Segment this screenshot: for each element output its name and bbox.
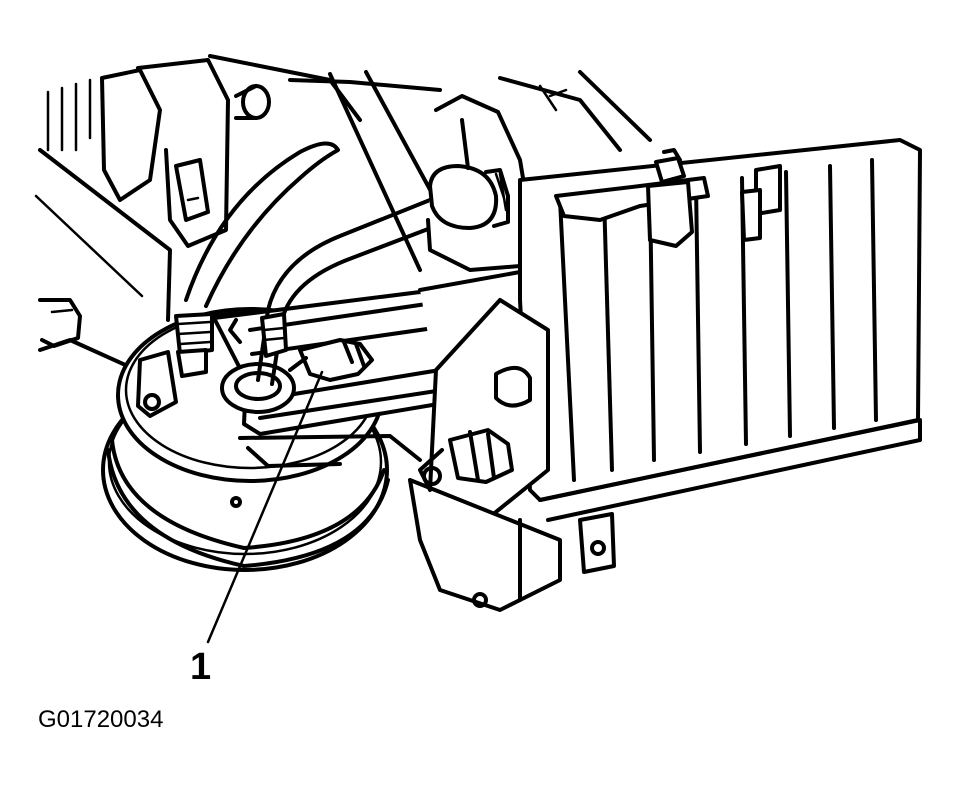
callout-label: 1 bbox=[190, 646, 212, 688]
brake-line-fitting bbox=[288, 338, 374, 382]
figure-id: G01720034 bbox=[38, 706, 164, 733]
left-mount-bracket bbox=[38, 298, 134, 370]
brake-lines bbox=[174, 141, 438, 386]
lower-support-bracket bbox=[408, 298, 562, 612]
radiator-panel bbox=[518, 138, 922, 574]
engine-compartment-background bbox=[34, 54, 652, 322]
brake-pipe-bracket bbox=[426, 94, 532, 272]
callout-leader-line bbox=[206, 370, 324, 644]
upper-right-bracket bbox=[554, 148, 710, 248]
